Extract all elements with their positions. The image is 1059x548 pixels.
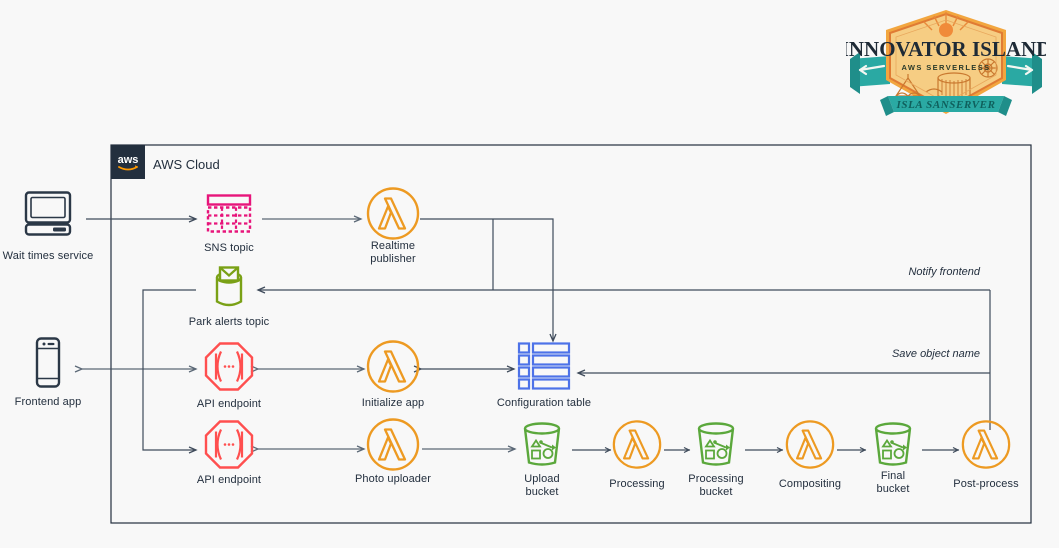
label-processing-bucket: Processing bucket bbox=[688, 473, 744, 498]
label-initialize-app: Initialize app bbox=[361, 397, 425, 409]
label-compositing: Compositing bbox=[778, 478, 842, 490]
label-post-process: Post-process bbox=[953, 478, 1019, 490]
node-photo-uploader[interactable] bbox=[366, 418, 420, 477]
label-park-alerts-topic: Park alerts topic bbox=[188, 316, 270, 328]
aws-icon: aws bbox=[118, 154, 139, 171]
api-gateway-icon bbox=[204, 420, 254, 469]
label-final-bucket: Final bucket bbox=[876, 470, 910, 495]
label-photo-uploader: Photo uploader bbox=[354, 473, 432, 485]
node-processing-bucket[interactable] bbox=[692, 421, 740, 474]
label-api-endpoint-1: API endpoint bbox=[196, 398, 262, 410]
label-frontend-app: Frontend app bbox=[14, 396, 82, 408]
dynamodb-table-icon bbox=[517, 342, 571, 390]
label-upload-bucket: Upload bucket bbox=[524, 473, 560, 498]
label-sns-topic: SNS topic bbox=[204, 242, 254, 254]
lambda-icon bbox=[366, 187, 420, 240]
label-wait-times-service: Wait times service bbox=[2, 250, 94, 262]
node-api-endpoint-2[interactable] bbox=[204, 420, 254, 475]
lambda-icon bbox=[366, 418, 420, 471]
node-compositing[interactable] bbox=[785, 420, 835, 475]
api-gateway-icon bbox=[204, 342, 254, 391]
edge-label-save-object-name: Save object name bbox=[891, 348, 980, 360]
logo-subtitle: AWS SERVERLESS bbox=[901, 63, 990, 72]
node-sns-topic[interactable] bbox=[205, 194, 253, 239]
node-api-endpoint-1[interactable] bbox=[204, 342, 254, 397]
lambda-icon bbox=[785, 420, 835, 469]
lambda-icon bbox=[366, 340, 420, 393]
innovator-island-logo: INNOVATOR ISLAND AWS SERVERLESS ISLA SAN… bbox=[841, 4, 1051, 127]
mobile-phone-icon bbox=[35, 337, 61, 388]
logo-graphic: INNOVATOR ISLAND AWS SERVERLESS ISLA SAN… bbox=[841, 10, 1051, 116]
node-wait-times-service[interactable] bbox=[22, 191, 74, 242]
node-upload-bucket[interactable] bbox=[518, 421, 566, 474]
label-processing: Processing bbox=[609, 478, 665, 490]
svg-text:aws: aws bbox=[118, 154, 139, 166]
node-frontend-app[interactable] bbox=[33, 337, 63, 394]
label-api-endpoint-2: API endpoint bbox=[196, 474, 262, 486]
sns-table-icon bbox=[206, 194, 252, 233]
node-final-bucket[interactable] bbox=[869, 421, 917, 474]
logo-ribbon-text: ISLA SANSERVER bbox=[896, 99, 996, 111]
s3-bucket-icon bbox=[523, 422, 561, 466]
edge-parkalerts-to-api2 bbox=[142, 289, 198, 454]
edge-label-notify-frontend: Notify frontend bbox=[908, 266, 980, 278]
node-configuration-table[interactable] bbox=[515, 341, 573, 398]
aws-logo-badge: aws bbox=[111, 145, 145, 179]
edge-publisher-to-configtable bbox=[420, 218, 557, 343]
logo-title: INNOVATOR ISLAND bbox=[846, 37, 1046, 61]
node-realtime-publisher[interactable] bbox=[366, 187, 420, 246]
s3-bucket-icon bbox=[697, 422, 735, 466]
s3-bucket-icon bbox=[874, 422, 912, 466]
desktop-computer-icon bbox=[24, 191, 72, 236]
node-processing[interactable] bbox=[612, 420, 662, 475]
node-post-process[interactable] bbox=[961, 420, 1011, 475]
node-park-alerts-topic[interactable] bbox=[207, 266, 251, 317]
sns-topic-icon bbox=[215, 266, 243, 307]
lambda-icon bbox=[612, 420, 662, 469]
aws-cloud-title: AWS Cloud bbox=[153, 157, 220, 172]
label-configuration-table: Configuration table bbox=[496, 397, 592, 409]
node-initialize-app[interactable] bbox=[366, 340, 420, 399]
label-realtime-publisher: Realtime publisher bbox=[370, 240, 416, 265]
lambda-icon bbox=[961, 420, 1011, 469]
